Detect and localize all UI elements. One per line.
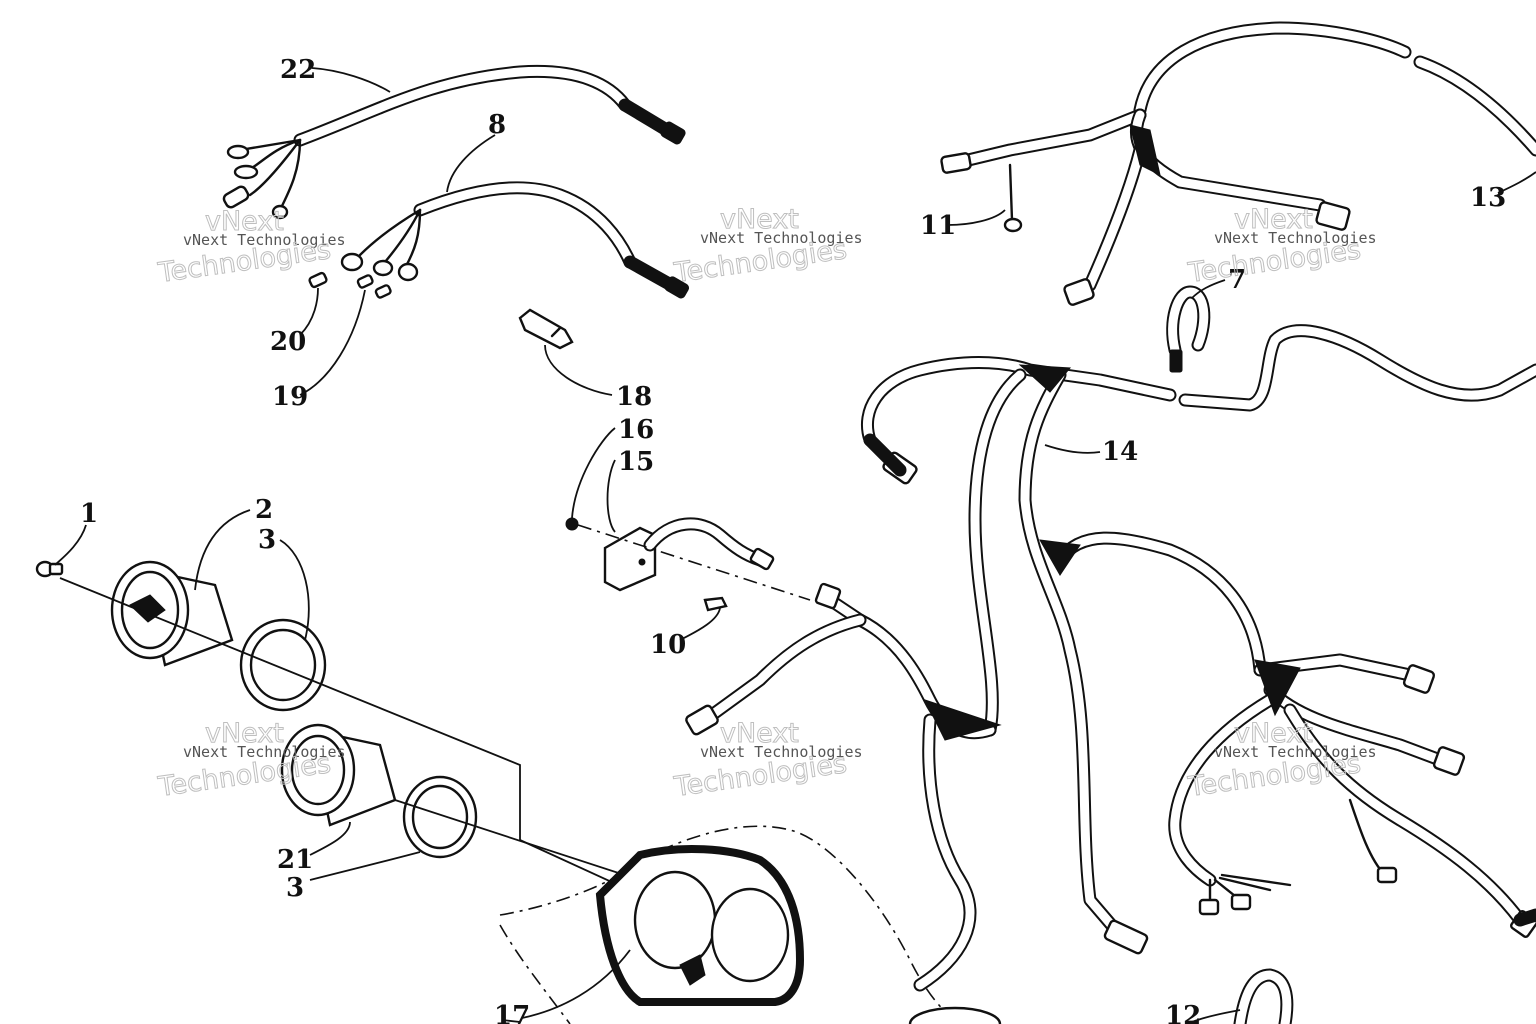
callout-1: 1 bbox=[80, 499, 98, 529]
svg-text:vNext Technologies: vNext Technologies bbox=[700, 743, 863, 761]
callout-3-top: 3 bbox=[258, 525, 276, 555]
leader-lines bbox=[54, 67, 1536, 1023]
part-16-nut bbox=[565, 517, 579, 531]
svg-text:vNext: vNext bbox=[720, 204, 799, 235]
svg-text:vNext: vNext bbox=[1234, 718, 1313, 749]
svg-text:vNext: vNext bbox=[205, 206, 284, 237]
part-22-wire bbox=[222, 64, 686, 220]
watermark-top-center: vNext vNext Technologies Technologies bbox=[671, 204, 863, 290]
part-2-gauge bbox=[110, 560, 234, 667]
callout-11: 11 bbox=[920, 211, 956, 241]
svg-text:vNext Technologies: vNext Technologies bbox=[700, 229, 863, 247]
part-11-ground bbox=[1003, 163, 1023, 233]
callout-8: 8 bbox=[488, 110, 506, 140]
watermark-top-left: vNext vNext Technologies Technologies bbox=[155, 206, 346, 290]
assembly-line-21 bbox=[394, 799, 641, 881]
callout-16: 16 bbox=[618, 415, 654, 445]
part-7-loop bbox=[1166, 285, 1211, 373]
svg-text:vNext Technologies: vNext Technologies bbox=[1214, 229, 1377, 247]
assembly-line-1 bbox=[59, 577, 641, 896]
svg-text:vNext: vNext bbox=[205, 718, 284, 749]
svg-text:vNext: vNext bbox=[720, 718, 799, 749]
callout-2: 2 bbox=[255, 495, 273, 525]
part-15-module bbox=[603, 517, 775, 592]
callout-10: 10 bbox=[650, 630, 686, 660]
part-17-dash-panel bbox=[499, 825, 961, 1024]
callout-3-bottom: 3 bbox=[286, 873, 304, 903]
assembly-line-15 bbox=[577, 524, 811, 601]
callout-22: 22 bbox=[280, 55, 316, 85]
callout-7: 7 bbox=[1228, 265, 1246, 295]
svg-text:vNext Technologies: vNext Technologies bbox=[183, 743, 346, 761]
callout-14: 14 bbox=[1102, 437, 1138, 467]
svg-text:vNext Technologies: vNext Technologies bbox=[183, 231, 346, 249]
part-18-bulb bbox=[518, 308, 574, 350]
callout-20: 20 bbox=[270, 327, 306, 357]
callout-18: 18 bbox=[616, 382, 652, 412]
part-3-bezel-large bbox=[239, 618, 327, 712]
part-13-harness bbox=[940, 21, 1536, 306]
callout-12: 12 bbox=[1165, 1001, 1201, 1024]
svg-text:vNext Technologies: vNext Technologies bbox=[1214, 743, 1377, 761]
callout-19: 19 bbox=[272, 382, 308, 412]
part-8-wire bbox=[340, 181, 690, 299]
part-20-terminal bbox=[308, 271, 328, 289]
part-14-main-harness bbox=[685, 324, 1536, 992]
bottom-gauge-partial bbox=[908, 1006, 1002, 1024]
svg-text:vNext: vNext bbox=[1234, 204, 1313, 235]
callout-13: 13 bbox=[1470, 183, 1506, 213]
callout-21: 21 bbox=[277, 845, 313, 875]
part-19-terminals bbox=[356, 274, 392, 299]
callout-labels: 22 8 20 19 18 16 15 10 1 2 3 21 3 17 11 … bbox=[80, 55, 1506, 1024]
part-3-bezel-small bbox=[402, 775, 478, 859]
part-10-screw bbox=[703, 596, 728, 612]
part-12-loop bbox=[1233, 968, 1294, 1024]
callout-17: 17 bbox=[494, 1001, 530, 1024]
callout-15: 15 bbox=[618, 447, 654, 477]
part-21-gauge bbox=[280, 723, 397, 827]
part-1-bulb bbox=[35, 560, 64, 578]
